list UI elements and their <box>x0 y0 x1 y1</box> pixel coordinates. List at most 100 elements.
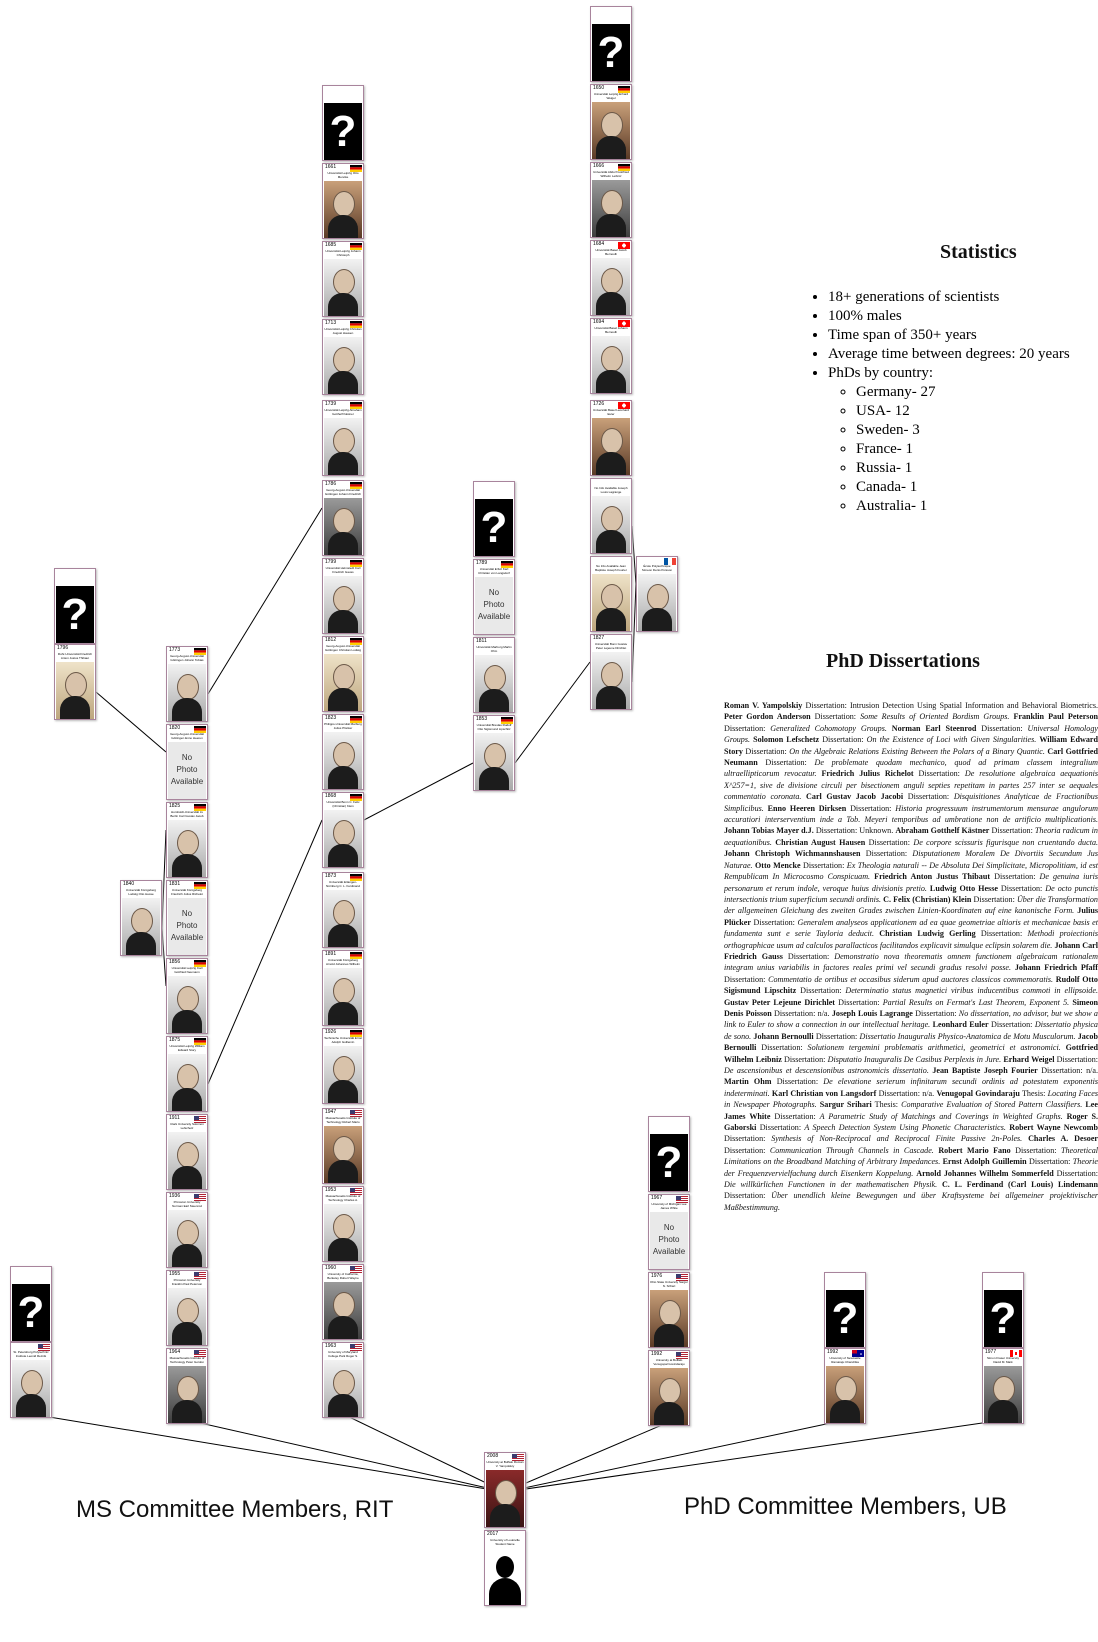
portrait-body <box>596 686 626 709</box>
dissertation-kind: Thesis: <box>874 1100 899 1110</box>
scientist-node[interactable]: ? <box>648 1116 690 1192</box>
scientist-node[interactable]: ? <box>54 568 96 644</box>
scientist-photo: ? <box>56 586 94 643</box>
dissertation-kind: Dissertation: <box>994 872 1036 882</box>
dissertation-kind: Dissertation: <box>800 986 842 996</box>
institution-name: Universität Königsberg Friedrich Julius … <box>171 888 203 896</box>
flag-icon <box>350 1344 362 1351</box>
flag-icon <box>512 1454 524 1461</box>
dissertation-kind: Dissertation: <box>1041 1066 1083 1075</box>
unknown-icon: ? <box>480 503 508 552</box>
scientist-node[interactable]: St. Petersburg Polytechnic Institute Leo… <box>10 1342 52 1418</box>
dissertation-title: Solutionem tergemini problematis arithme… <box>807 1043 1061 1053</box>
country-item: Australia- 1 <box>856 497 1098 516</box>
advisor-edge <box>504 1421 670 1493</box>
dissertation-author: Roger S. Gaborski <box>724 1111 1098 1133</box>
scientist-node[interactable]: ? <box>982 1272 1024 1348</box>
degree-year: 1911 <box>169 1115 180 1121</box>
portrait-face <box>333 1292 355 1318</box>
scientist-node[interactable]: ? <box>322 85 364 161</box>
dissertation-kind: Dissertation: <box>724 1191 766 1201</box>
scientist-node[interactable]: École Polytechnique Simeon Denis Poisson <box>636 556 678 632</box>
dissertation-title: De problemate quodam mechanico, quod ad … <box>724 758 1098 779</box>
scientist-node[interactable]: ? <box>590 6 632 82</box>
institution-name: Universität Leipzig Abraham Gotthelf Käs… <box>324 408 362 416</box>
scientist-node[interactable]: No Info Available Jean Baptiste Joseph F… <box>590 556 632 632</box>
portrait-face <box>495 1480 517 1506</box>
portrait-body <box>642 608 672 631</box>
scientist-photo <box>324 732 362 789</box>
scientist-node[interactable]: No Info Available Joseph Louis Lagrange <box>590 478 632 554</box>
scientist-photo <box>168 976 206 1033</box>
unknown-icon: ? <box>17 1288 45 1337</box>
degree-year: 1964 <box>169 1349 181 1355</box>
country-item: Canada- 1 <box>856 478 1098 497</box>
portrait-body <box>16 1394 46 1417</box>
dissertation-title: De ascensionibus et descensionibus astro… <box>724 1066 929 1075</box>
stat-item: Average time between degrees: 20 years <box>828 345 1098 364</box>
scientist-node[interactable]: ? <box>824 1272 866 1348</box>
scientist-photo: ? <box>12 1284 50 1341</box>
institution-name: Universität Leipzig Erhard Weigel <box>593 92 629 100</box>
institution-name: Universität Bonn C. Felix (Christian) Kl… <box>326 800 360 808</box>
scientist-node[interactable]: ? <box>10 1266 52 1342</box>
portrait-body <box>328 1316 358 1339</box>
dissertation-author: Johann Bernoulli <box>753 1031 814 1041</box>
flag-icon <box>618 402 630 409</box>
scientist-node[interactable]: ? <box>473 481 515 557</box>
degree-year: 1936 <box>169 1193 181 1199</box>
degree-year: 1823 <box>325 715 337 721</box>
dissertation-author: Gottfried Wilhelm Leibniz <box>724 1043 1098 1064</box>
